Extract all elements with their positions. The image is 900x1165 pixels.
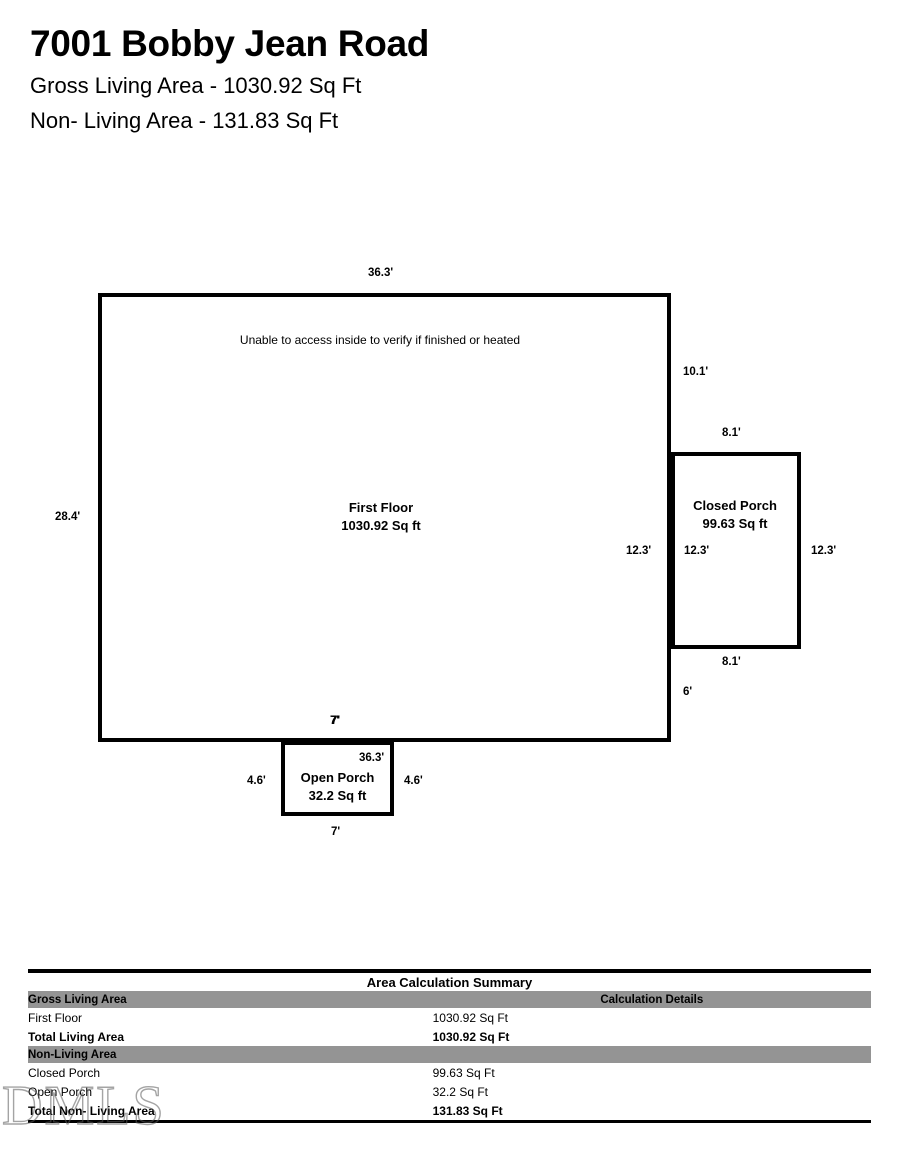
row-label-first-floor: First Floor (28, 1010, 82, 1025)
room-first-floor (98, 293, 671, 742)
table-row: First Floor 1030.92 Sq Ft (28, 1008, 871, 1027)
column-header-non-living-blank (432, 1046, 871, 1063)
dimension-open-porch-bottom: 7' (331, 826, 341, 838)
room-name-closed-porch: Closed Porch (693, 498, 777, 513)
dimension-first-floor-top: 36.3' (368, 267, 394, 279)
dimension-open-porch-right: 4.6' (404, 775, 423, 787)
non-living-area-summary: Non- Living Area - 131.83 Sq Ft (30, 108, 339, 134)
row-value-total-non-living-area: 131.83 Sq Ft (432, 1103, 503, 1118)
table-bottom-rule (28, 1120, 871, 1123)
room-name-first-floor: First Floor (348, 500, 414, 515)
room-area-open-porch: 32.2 Sq ft (308, 787, 367, 803)
dimension-closed-porch-top: 8.1' (722, 427, 741, 439)
room-label-open-porch: Open Porch 32.2 Sq ft (265, 769, 410, 804)
dimension-first-floor-right-lower: 6' (683, 686, 693, 698)
dimension-closed-porch-bottom: 8.1' (722, 656, 741, 668)
dimension-first-floor-right-upper: 10.1' (683, 366, 709, 378)
room-area-closed-porch: 99.63 Sq ft (702, 515, 768, 531)
room-label-closed-porch: Closed Porch 99.63 Sq ft (656, 497, 814, 532)
row-label-total-living-area: Total Living Area (28, 1029, 125, 1044)
table-top-rule (28, 969, 871, 973)
dimension-open-porch-left: 4.6' (247, 775, 266, 787)
header-block: 7001 Bobby Jean Road Gross Living Area -… (30, 23, 830, 136)
row-value-first-floor: 1030.92 Sq Ft (432, 1010, 509, 1025)
dimension-open-porch-inner: 36.3' (359, 752, 385, 764)
row-value-open-porch: 32.2 Sq Ft (432, 1084, 488, 1099)
dimension-closed-porch-left: 12.3' (684, 545, 710, 557)
row-value-total-living-area: 1030.92 Sq Ft (432, 1029, 510, 1044)
table-row: Total Living Area 1030.92 Sq Ft (28, 1027, 871, 1046)
dimension-closed-porch-right: 12.3' (811, 545, 837, 557)
row-value-closed-porch: 99.63 Sq Ft (432, 1065, 495, 1080)
room-open-porch (281, 741, 394, 816)
row-label-closed-porch: Closed Porch (28, 1065, 101, 1080)
column-header-gross-living-area: Gross Living Area (28, 991, 433, 1008)
interior-note: Unable to access inside to verify if fin… (239, 333, 521, 347)
page-title: 7001 Bobby Jean Road (30, 23, 430, 64)
table-row: Open Porch 32.2 Sq Ft (28, 1082, 871, 1101)
room-area-first-floor: 1030.92 Sq ft (341, 517, 421, 533)
table-header-gross-living: Gross Living Area Calculation Details (28, 991, 871, 1008)
dimension-open-porch-top: 7' (331, 715, 341, 727)
gross-living-area-summary: Gross Living Area - 1030.92 Sq Ft (30, 72, 362, 98)
area-calculation-summary-table: Area Calculation Summary Gross Living Ar… (28, 969, 871, 1123)
table-row: Total Non- Living Area 131.83 Sq Ft (28, 1101, 871, 1120)
table-title-row: Area Calculation Summary (28, 973, 871, 991)
table-header-non-living: Non-Living Area (28, 1046, 871, 1063)
summary-title: Area Calculation Summary (366, 974, 533, 990)
room-name-open-porch: Open Porch (300, 770, 375, 785)
row-label-total-non-living-area: Total Non- Living Area (28, 1103, 155, 1118)
column-header-calculation-details: Calculation Details (432, 991, 871, 1008)
floor-plan-sketch: Unable to access inside to verify if fin… (55, 267, 837, 838)
table-row: Closed Porch 99.63 Sq Ft (28, 1063, 871, 1082)
dimension-first-floor-bottom-left: 7' (330, 715, 340, 727)
dimension-first-floor-left: 28.4' (55, 511, 81, 523)
row-label-open-porch: Open Porch (28, 1084, 93, 1099)
column-header-non-living-area: Non-Living Area (28, 1046, 433, 1063)
room-closed-porch (671, 452, 801, 649)
room-label-first-floor: First Floor 1030.92 Sq ft (283, 499, 479, 534)
dimension-first-floor-right-mid: 12.3' (626, 545, 652, 557)
